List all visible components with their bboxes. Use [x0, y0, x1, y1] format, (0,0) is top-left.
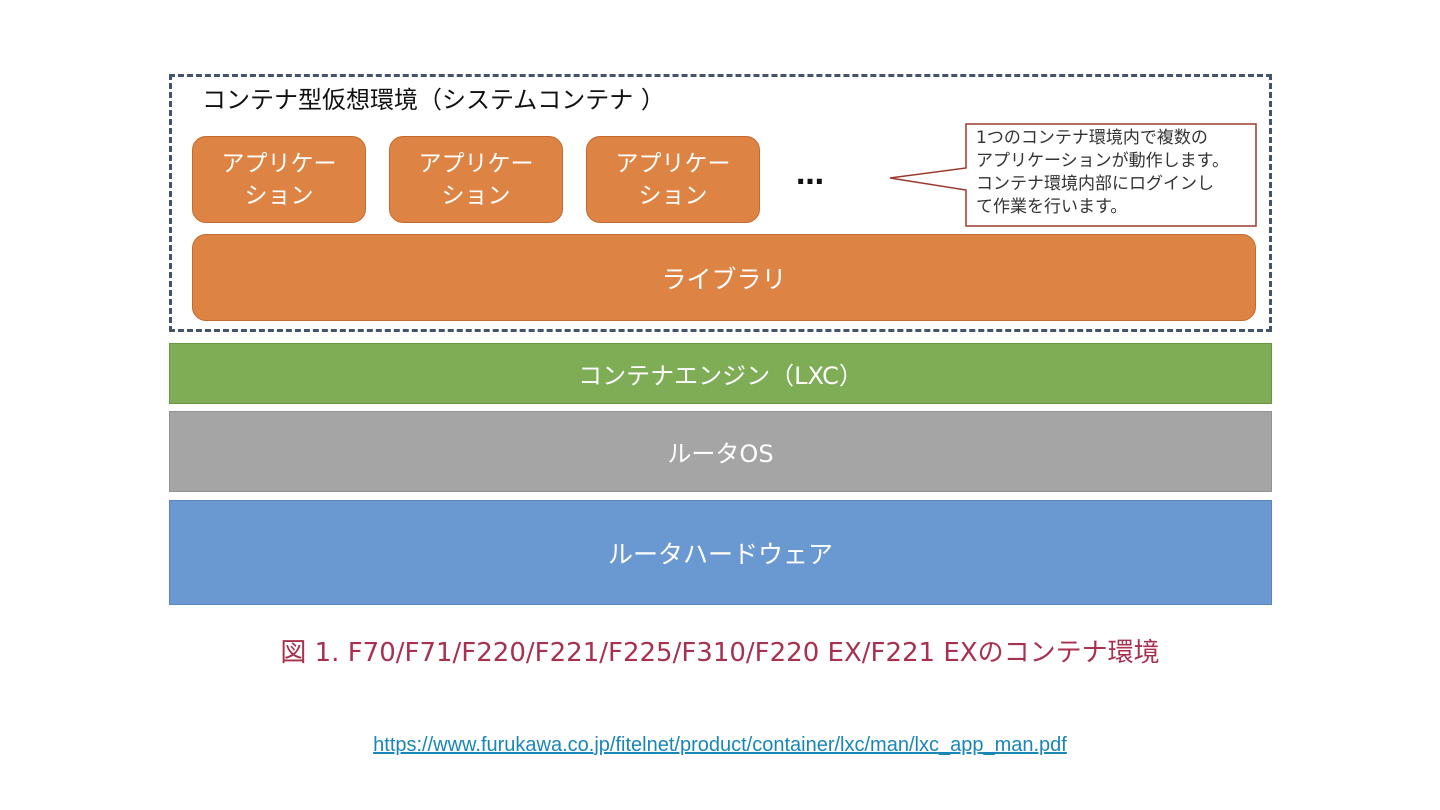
application-label-line1: アプリケー: [418, 150, 534, 177]
application-box-2: アプリケー ション: [389, 136, 563, 223]
application-label-line1: アプリケー: [615, 150, 731, 177]
callout-text: 1つのコンテナ環境内で複数の アプリケーションが動作します。 コンテナ環境内部に…: [976, 127, 1256, 219]
application-label-line2: ション: [441, 182, 511, 209]
source-link[interactable]: https://www.furukawa.co.jp/fitelnet/prod…: [373, 734, 1067, 756]
callout-line: コンテナ環境内部にログインし: [976, 174, 1214, 194]
router-os-label: ルータOS: [667, 440, 774, 468]
container-engine-label: コンテナエンジン（LXC）: [578, 362, 863, 390]
application-label-line2: ション: [244, 182, 314, 209]
application-box-1: アプリケー ション: [192, 136, 366, 223]
library-layer: ライブラリ: [192, 234, 1256, 321]
router-hardware-label: ルータハードウェア: [607, 539, 833, 569]
container-engine-layer: コンテナエンジン（LXC）: [169, 343, 1272, 404]
container-environment-title: コンテナ型仮想環境（システムコンテナ ）: [202, 86, 665, 114]
callout-line: 1つのコンテナ環境内で複数の: [976, 128, 1208, 148]
router-os-layer: ルータOS: [169, 411, 1272, 492]
router-hardware-layer: ルータハードウェア: [169, 500, 1272, 605]
application-label-line2: ション: [638, 182, 708, 209]
figure-caption: 図 1. F70/F71/F220/F221/F225/F310/F220 EX…: [280, 638, 1160, 668]
container-environment-box: [169, 74, 1272, 332]
application-box-3: アプリケー ション: [586, 136, 760, 223]
more-applications-ellipsis: …: [796, 158, 826, 191]
application-label-line1: アプリケー: [221, 150, 337, 177]
callout-line: アプリケーションが動作します。: [976, 151, 1229, 171]
library-label: ライブラリ: [661, 264, 787, 294]
callout-line: て作業を行います。: [976, 197, 1128, 217]
